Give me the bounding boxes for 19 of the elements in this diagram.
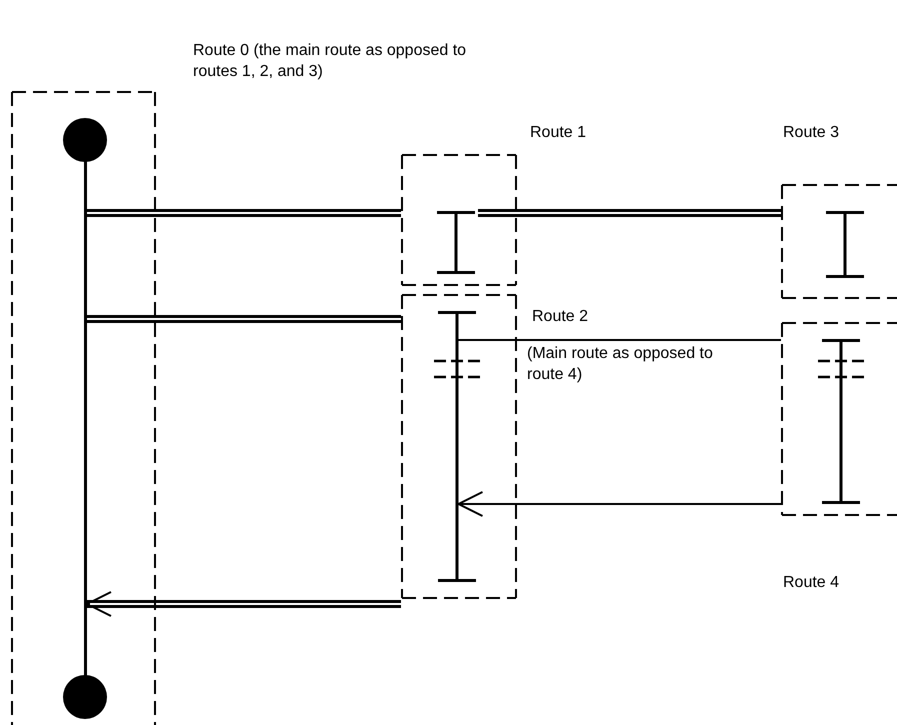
- double-line-connector: [478, 209, 781, 217]
- track-segment: [826, 211, 864, 278]
- route-label: Route 4: [783, 573, 840, 593]
- double-line-connector: [87, 315, 401, 323]
- connector: [458, 491, 781, 517]
- track-segment: [818, 339, 864, 504]
- double-line-connector: [87, 209, 401, 217]
- route-label: Route 2: [532, 307, 590, 327]
- route-label: Route 1: [530, 123, 588, 143]
- route-label: Route 3: [783, 123, 840, 143]
- double-line-connector: [86, 591, 401, 617]
- track-segment: [434, 311, 480, 582]
- end-circle: [63, 118, 107, 162]
- route-note: (Main route as opposed to route 4): [527, 344, 714, 385]
- track-line: [84, 160, 87, 676]
- track-segment: [437, 211, 475, 274]
- end-circle: [63, 675, 107, 719]
- connector: [458, 339, 781, 341]
- route-label: Route 0 (the main route as opposed to routes 1, 2, and 3): [193, 41, 468, 82]
